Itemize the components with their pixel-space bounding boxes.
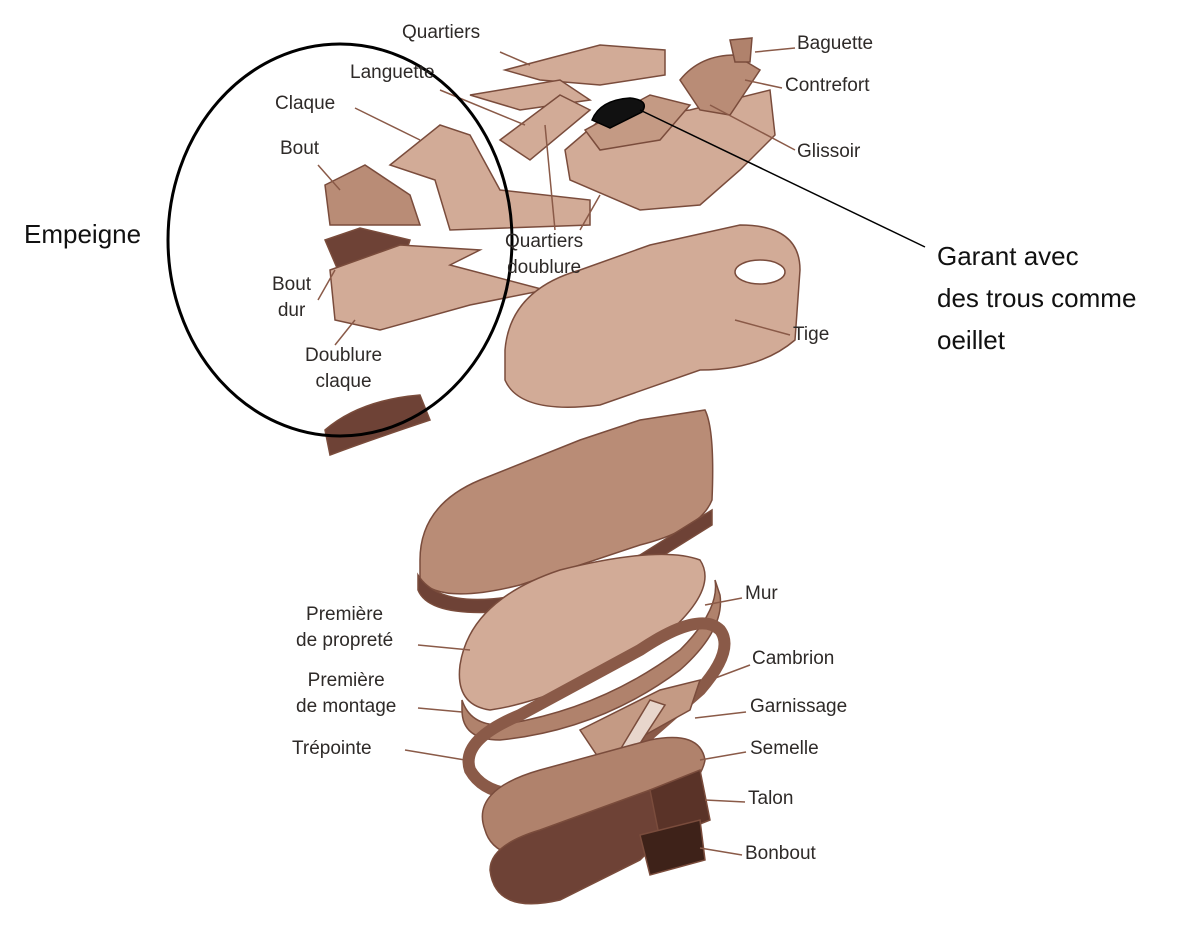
contrefort-part xyxy=(679,54,762,116)
garant-pointer xyxy=(639,109,926,248)
label-bonbout: Bonbout xyxy=(745,843,816,864)
bonbout xyxy=(639,819,706,876)
empeigne-circle xyxy=(166,42,514,438)
label-trepointe: Trépointe xyxy=(292,738,372,759)
label-line: Première xyxy=(306,604,384,625)
annotation-line: des trous comme xyxy=(937,283,1137,313)
label-premiere-proprete: Première de propreté xyxy=(296,602,393,654)
label-line: Première xyxy=(307,670,385,691)
lace xyxy=(324,394,431,457)
garant-black xyxy=(591,97,645,129)
label-line: Quartiers xyxy=(505,231,584,252)
label-line: dur xyxy=(277,300,306,321)
label-cambrion: Cambrion xyxy=(752,648,835,669)
label-claque: Claque xyxy=(275,93,336,114)
label-contrefort: Contrefort xyxy=(785,75,870,96)
label-tige: Tige xyxy=(793,324,830,345)
label-talon: Talon xyxy=(748,788,794,809)
premiere-proprete xyxy=(458,553,706,711)
label-doublure-claque: Doublure claque xyxy=(305,343,382,395)
annotation-line: oeillet xyxy=(937,325,1005,355)
label-line: doublure xyxy=(507,257,582,278)
label-languette: Languette xyxy=(350,62,435,83)
label-line: claque xyxy=(315,371,372,392)
label-glissoir: Glissoir xyxy=(797,141,861,162)
premiere-montage xyxy=(461,579,722,741)
leader-lines xyxy=(317,47,796,856)
label-premiere-montage: Première de montage xyxy=(296,668,396,720)
label-bout-dur: Bout dur xyxy=(272,272,311,324)
quartiers-part xyxy=(502,44,666,86)
label-line: de propreté xyxy=(296,630,394,651)
annotation-empeigne: Empeigne xyxy=(24,219,142,249)
bout-part xyxy=(324,164,422,226)
label-line: Bout xyxy=(272,274,312,295)
assembled-shoe xyxy=(419,409,714,595)
label-mur: Mur xyxy=(745,583,778,604)
annotation-garant: Garant avec des trous comme oeillet xyxy=(937,235,1136,361)
label-line: Doublure xyxy=(305,345,383,366)
label-bout: Bout xyxy=(280,138,320,159)
label-line: de montage xyxy=(296,696,397,717)
tige-shoe xyxy=(504,224,801,408)
label-garnissage: Garnissage xyxy=(750,696,848,717)
label-quartiers: Quartiers xyxy=(402,22,481,43)
baguette-part xyxy=(729,37,753,63)
claque-part xyxy=(388,124,591,231)
label-quartiers-doublure: Quartiers doublure xyxy=(505,229,583,281)
label-baguette: Baguette xyxy=(797,33,874,54)
annotation-line: Garant avec xyxy=(937,241,1079,271)
label-semelle: Semelle xyxy=(750,738,819,759)
